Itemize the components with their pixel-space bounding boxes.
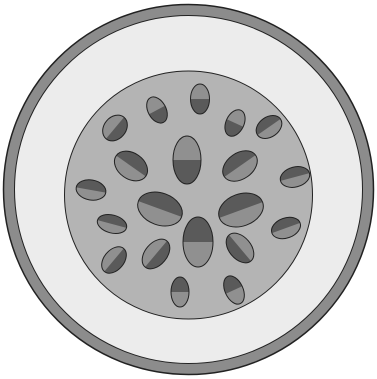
drain-hole: [191, 84, 210, 114]
drain-hole: [183, 217, 213, 267]
drain-hole: [173, 136, 201, 184]
drain-hole: [171, 277, 189, 307]
